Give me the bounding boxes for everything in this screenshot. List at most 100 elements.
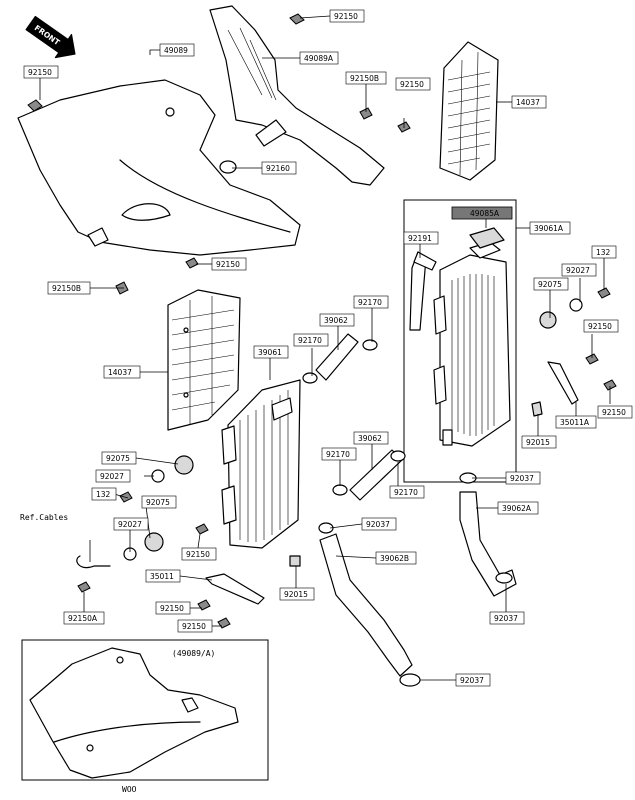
callout[interactable]: 35011A	[555, 415, 597, 429]
bracket-part[interactable]	[76, 361, 579, 605]
svg-text:92037: 92037	[366, 520, 390, 529]
radiator-right-part[interactable]	[433, 241, 511, 447]
callout[interactable]: 14037	[103, 365, 141, 379]
callout[interactable]: 39061A	[529, 221, 571, 235]
callout[interactable]: 92027	[113, 517, 149, 531]
callout[interactable]: 35011	[145, 569, 181, 583]
hose-lower-right-part[interactable]	[459, 491, 517, 597]
svg-text:35011A: 35011A	[560, 418, 590, 427]
grommet-part[interactable]	[123, 298, 583, 561]
svg-text:49085A: 49085A	[470, 209, 500, 218]
hose-upper-mid-part[interactable]	[315, 333, 359, 381]
svg-text:92037: 92037	[460, 676, 484, 685]
callout[interactable]: 92150	[597, 405, 633, 419]
callout[interactable]: 92015	[279, 587, 315, 601]
svg-text:92150A: 92150A	[68, 614, 98, 623]
grille-right-part[interactable]	[439, 41, 499, 181]
callout[interactable]: 92150	[395, 77, 431, 91]
svg-text:92170: 92170	[358, 298, 382, 307]
callout[interactable]: 92150B	[345, 71, 387, 85]
callout-labels: 92150 49089A 49089 92150 92150B 92150 14…	[23, 9, 633, 687]
callout[interactable]: 92170	[389, 485, 425, 499]
svg-text:49089: 49089	[164, 46, 188, 55]
callout[interactable]: 92150	[177, 619, 213, 633]
svg-text:132: 132	[96, 490, 111, 499]
callout[interactable]: 39062	[319, 313, 355, 327]
svg-text:92191: 92191	[408, 234, 432, 243]
clamp-part[interactable]	[302, 339, 513, 687]
svg-text:92027: 92027	[566, 266, 590, 275]
shroud-left-part[interactable]	[17, 79, 301, 256]
svg-text:39062A: 39062A	[502, 504, 532, 513]
svg-text:92150: 92150	[602, 408, 626, 417]
grille-left-part[interactable]	[167, 289, 241, 431]
inset-label: (49089/A)	[172, 649, 215, 658]
callout[interactable]: 132	[91, 487, 117, 501]
callout[interactable]: 92150	[155, 601, 191, 615]
svg-text:92037: 92037	[510, 474, 534, 483]
callout[interactable]: 92170	[353, 295, 389, 309]
ref-cables-label: Ref.Cables	[20, 513, 68, 522]
callout[interactable]: 14037	[511, 95, 547, 109]
callout[interactable]: 92015	[521, 435, 557, 449]
bolt-part[interactable]	[27, 13, 617, 629]
callout[interactable]: 92037	[361, 517, 397, 531]
inset-frame	[21, 639, 269, 781]
svg-text:35011: 35011	[150, 572, 174, 581]
callout[interactable]: 92191	[403, 231, 439, 245]
svg-text:39062: 39062	[358, 434, 382, 443]
svg-text:92150B: 92150B	[350, 74, 379, 83]
svg-text:39062B: 39062B	[380, 554, 409, 563]
callout[interactable]: 39062A	[497, 501, 539, 515]
callout[interactable]: 92150	[211, 257, 247, 271]
svg-text:92150B: 92150B	[52, 284, 81, 293]
hose-lower-left-part[interactable]	[319, 533, 413, 677]
callout[interactable]: 39062B	[375, 551, 417, 565]
callout[interactable]: 49089	[159, 43, 195, 57]
radiator-cap-part[interactable]	[469, 227, 505, 249]
svg-text:92150: 92150	[216, 260, 240, 269]
svg-text:92075: 92075	[106, 454, 130, 463]
callout[interactable]: 92037	[455, 673, 491, 687]
callout[interactable]: 92170	[321, 447, 357, 461]
callout[interactable]: 92150	[583, 319, 619, 333]
svg-text:92150: 92150	[160, 604, 184, 613]
callout[interactable]: 92170	[293, 333, 329, 347]
hose-upper-right-part[interactable]	[409, 251, 437, 331]
callout[interactable]: 132	[591, 245, 617, 259]
callout[interactable]: 92150B	[47, 281, 91, 295]
svg-text:14037: 14037	[108, 368, 132, 377]
callout[interactable]: 92150A	[63, 611, 105, 625]
callout[interactable]: 92037	[505, 471, 541, 485]
callout[interactable]: 92075	[141, 495, 177, 509]
svg-text:132: 132	[596, 248, 611, 257]
inset-shroud-part[interactable]	[29, 647, 239, 779]
svg-text:92015: 92015	[284, 590, 308, 599]
svg-text:92150: 92150	[400, 80, 424, 89]
svg-text:92170: 92170	[326, 450, 350, 459]
svg-text:39061A: 39061A	[534, 224, 564, 233]
svg-text:92037: 92037	[494, 614, 518, 623]
svg-text:39061: 39061	[258, 348, 282, 357]
callout[interactable]: 92037	[489, 611, 525, 625]
callout[interactable]: 49085A	[451, 206, 513, 220]
callout[interactable]: 92027	[95, 469, 131, 483]
shroud-upper-part[interactable]	[209, 5, 385, 186]
callout[interactable]: 92075	[101, 451, 137, 465]
callout[interactable]: 92027	[561, 263, 597, 277]
svg-text:14037: 14037	[516, 98, 540, 107]
svg-text:92150: 92150	[186, 550, 210, 559]
svg-text:92027: 92027	[100, 472, 124, 481]
callout[interactable]: 39061	[253, 345, 289, 359]
radiator-left-part[interactable]	[221, 379, 301, 549]
callout[interactable]: 92150	[329, 9, 365, 23]
callout[interactable]: 39062	[353, 431, 389, 445]
callout[interactable]: 92160	[261, 161, 297, 175]
callout[interactable]: 49089A	[299, 51, 339, 65]
svg-text:92150: 92150	[334, 12, 358, 21]
callout[interactable]: 92075	[533, 277, 569, 291]
svg-text:92160: 92160	[266, 164, 290, 173]
callout[interactable]: 92150	[23, 65, 59, 79]
inset-footer: WOO	[122, 785, 137, 794]
callout[interactable]: 92150	[181, 547, 217, 561]
